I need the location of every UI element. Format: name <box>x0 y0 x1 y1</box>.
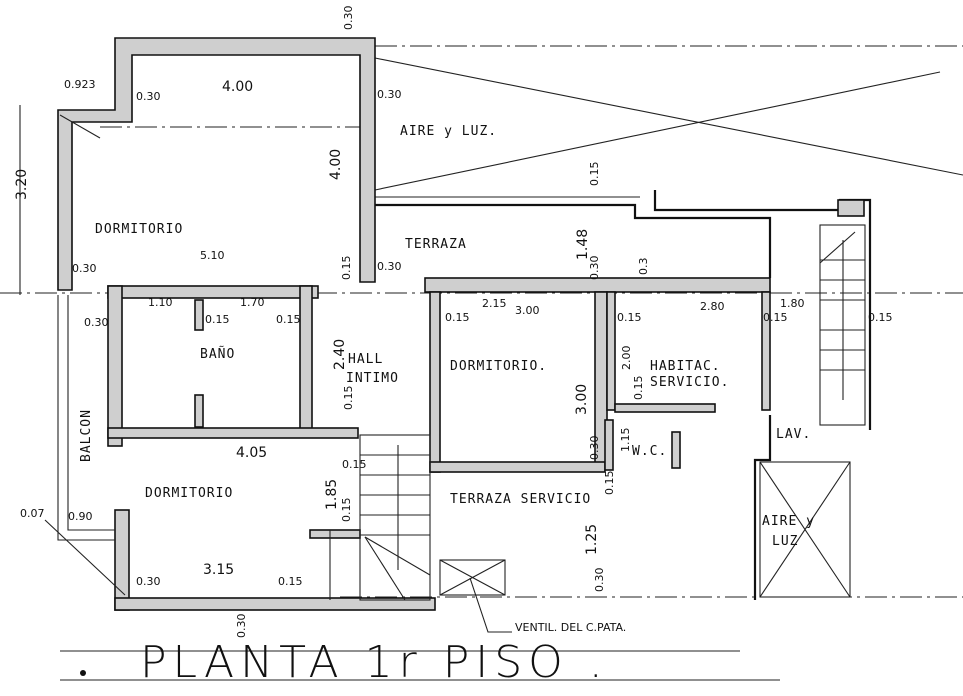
dim: 0.15 <box>588 162 601 187</box>
dim: 0.30 <box>342 6 355 31</box>
label-balcon: BALCON <box>79 409 94 462</box>
dim: 1.10 <box>148 296 173 309</box>
dim: 4.00 <box>328 149 344 180</box>
dim: 4.00 <box>222 79 253 95</box>
dim: 1.25 <box>584 524 600 555</box>
dim: 1.15 <box>619 428 632 453</box>
dim: 0.90 <box>68 510 93 523</box>
dim: 0.30 <box>377 260 402 273</box>
dim: 0.15 <box>205 313 230 326</box>
dim: 0.15 <box>340 498 353 523</box>
dim: 1.85 <box>324 479 340 510</box>
dim: 0.3 <box>637 258 650 276</box>
label-ventil: VENTIL. DEL C.PATA. <box>515 621 626 634</box>
label-bano: BAÑO <box>200 346 235 362</box>
dim: 0.923 <box>64 78 96 91</box>
dim: 2.40 <box>332 339 348 370</box>
walls-terrace <box>375 190 872 430</box>
walls-middle <box>107 277 771 473</box>
label-luz: LUZ <box>772 534 798 549</box>
dim: 0.15 <box>342 458 367 471</box>
dim: 0.15 <box>603 471 616 496</box>
dim: 0.15 <box>763 311 788 324</box>
dim: 1.70 <box>240 296 265 309</box>
label-lav: LAV. <box>776 427 811 442</box>
dim: 0.30 <box>235 614 248 639</box>
label-hall: HALL <box>348 352 383 367</box>
label-wc: W.C. <box>632 444 667 459</box>
dim: 0.30 <box>588 436 601 461</box>
walls-top-bedroom <box>19 37 376 295</box>
label-dormitorio-low: DORMITORIO <box>145 486 233 501</box>
stair-right <box>819 224 866 426</box>
dim: 0.30 <box>588 256 601 281</box>
dimension-labels: 0.923 0.30 4.00 0.30 0.30 3.20 4.00 5.10… <box>14 6 893 639</box>
dim: 0.15 <box>276 313 301 326</box>
dim: 2.00 <box>620 346 633 371</box>
dim: 3.20 <box>14 169 30 200</box>
dim: 0.15 <box>340 256 353 281</box>
plan-title: PLANTA 1r PISO . <box>140 637 609 688</box>
dim: 0.30 <box>72 262 97 275</box>
dim: 0.15 <box>445 311 470 324</box>
dim: 2.80 <box>700 300 725 313</box>
dim: 3.15 <box>203 562 234 578</box>
dim: 3.00 <box>515 304 540 317</box>
dim: 2.15 <box>482 297 507 310</box>
dim: 0.15 <box>278 575 303 588</box>
dim: 1.80 <box>780 297 805 310</box>
dim: 0.15 <box>632 376 645 401</box>
dim: 0.30 <box>593 568 606 593</box>
dim: 0.30 <box>84 316 109 329</box>
dim: 0.30 <box>136 90 161 103</box>
label-aire-y: AIRE y <box>762 514 815 529</box>
dim: 0.15 <box>617 311 642 324</box>
dim: 0.30 <box>136 575 161 588</box>
stair-center <box>329 434 431 601</box>
label-terraza-servicio: TERRAZA SERVICIO <box>450 492 591 507</box>
label-terraza: TERRAZA <box>405 237 467 252</box>
walls-lower <box>44 295 436 611</box>
dim: 0.15 <box>868 311 893 324</box>
dim: 0.07 <box>20 507 45 520</box>
label-dormitorio-top: DORMITORIO <box>95 222 183 237</box>
dim: 0.30 <box>377 88 402 101</box>
dim: 1.48 <box>575 229 591 260</box>
label-habitac: HABITAC. <box>650 359 721 374</box>
dim: 5.10 <box>200 249 225 262</box>
label-dormitorio-mid: DORMITORIO. <box>450 359 547 374</box>
label-intimo: INTIMO <box>346 371 399 386</box>
label-aire-luz-top: AIRE y LUZ. <box>400 124 497 139</box>
label-servicio: SERVICIO. <box>650 375 729 390</box>
dim: 4.05 <box>236 445 267 461</box>
dim: 3.00 <box>574 384 590 415</box>
ventilation-shaft <box>439 415 851 633</box>
dim: 0.15 <box>342 386 355 411</box>
